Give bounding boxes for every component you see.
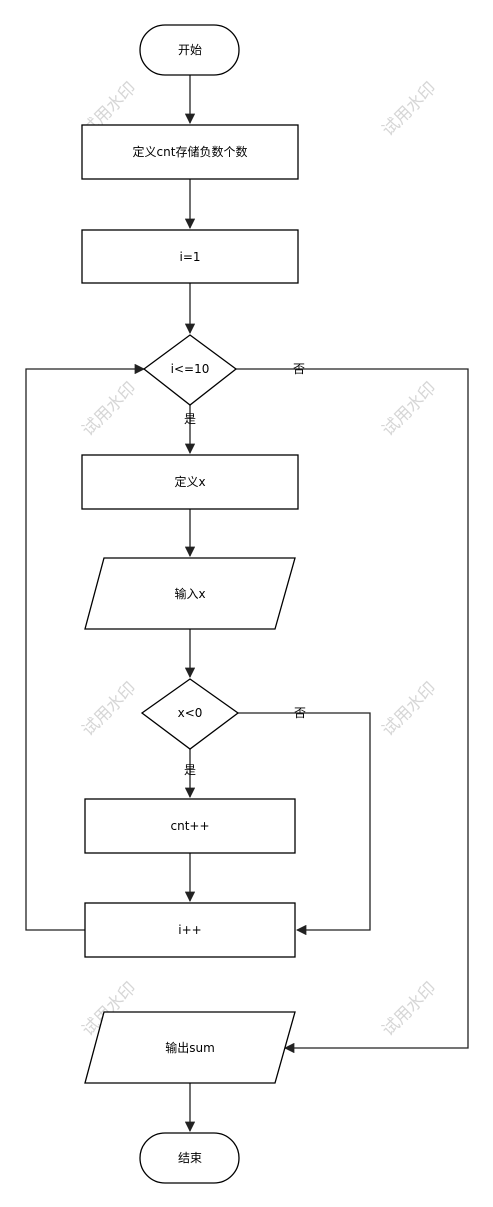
node-define-cnt: 定义cnt存储负数个数: [81, 124, 299, 180]
node-start: 开始: [139, 24, 240, 76]
io-shape: [84, 1011, 296, 1084]
node-init-i: i=1: [81, 229, 299, 284]
cond-i-no-label: 否: [293, 362, 305, 376]
watermark-text: 试用水印: [378, 678, 440, 740]
node-define-cnt-label: 定义cnt存储负数个数: [133, 144, 248, 159]
terminator-shape: [139, 1132, 240, 1184]
node-input-x: 输入x: [84, 557, 296, 630]
process-shape: [81, 124, 299, 180]
node-cond-i-label: i<=10: [171, 362, 210, 376]
node-end-label: 结束: [178, 1151, 202, 1165]
io-shape: [84, 557, 296, 630]
node-define-x: 定义x: [81, 454, 299, 510]
watermark-text: 试用水印: [378, 378, 440, 440]
node-cond-i: i<=10: [142, 334, 238, 406]
process-shape: [81, 454, 299, 510]
node-cnt-inc-label: cnt++: [170, 819, 209, 833]
terminator-shape: [139, 24, 240, 76]
node-end: 结束: [139, 1132, 240, 1184]
node-start-label: 开始: [178, 43, 202, 57]
edge-cond-i-no: [236, 368, 469, 1054]
decision-shape: [142, 334, 238, 406]
watermark-text: 试用水印: [378, 978, 440, 1040]
process-shape: [84, 798, 296, 854]
cond-x-yes-label: 是: [184, 763, 196, 777]
watermark-text: 试用水印: [378, 78, 440, 140]
cond-i-yes-label: 是: [184, 412, 196, 426]
process-shape: [84, 902, 296, 958]
node-input-x-label: 输入x: [174, 586, 205, 601]
edge-loop-back: [25, 363, 146, 931]
node-init-i-label: i=1: [179, 250, 200, 264]
node-i-inc-label: i++: [178, 923, 201, 937]
watermark-text: 试用水印: [78, 378, 140, 440]
cond-x-no-label: 否: [294, 706, 306, 720]
watermark-text: 试用水印: [78, 678, 140, 740]
node-i-inc: i++: [84, 902, 296, 958]
node-output-sum-label: 输出sum: [165, 1040, 215, 1055]
node-define-x-label: 定义x: [174, 474, 205, 489]
node-cond-x-label: x<0: [178, 706, 203, 720]
edge-layer: [25, 75, 469, 1133]
process-shape: [81, 229, 299, 284]
node-cond-x: x<0: [140, 678, 240, 750]
decision-shape: [140, 678, 240, 750]
node-cnt-inc: cnt++: [84, 798, 296, 854]
edge-cond-x-no: [238, 712, 371, 936]
node-output-sum: 输出sum: [84, 1011, 296, 1084]
